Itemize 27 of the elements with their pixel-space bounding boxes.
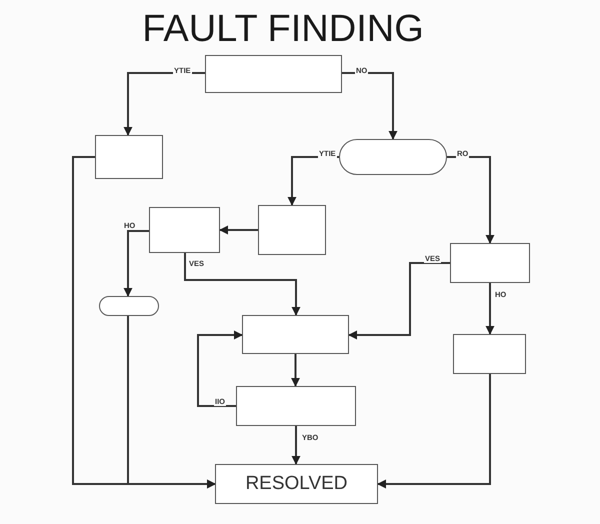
arrow [124, 230, 149, 297]
terminal-pill [339, 139, 447, 175]
arrow [377, 374, 491, 488]
process-box [205, 55, 342, 93]
process-box [453, 334, 526, 374]
arrow [184, 253, 300, 316]
process-box [450, 243, 530, 283]
process-box [149, 207, 220, 253]
process-box [258, 205, 326, 255]
diagram-title: FAULT FINDING [141, 8, 425, 51]
arrow [288, 156, 339, 206]
arrow [292, 426, 300, 465]
terminal-pill [99, 296, 159, 316]
process-box [236, 386, 356, 426]
arrow [124, 72, 205, 136]
arrow [342, 72, 398, 140]
arrow [348, 262, 450, 340]
process-box [95, 135, 163, 179]
arrow [219, 226, 258, 234]
arrow [291, 354, 300, 387]
process-box [215, 464, 378, 504]
arrow [127, 316, 216, 488]
arrow [197, 330, 243, 407]
node-label: RESOLVED [245, 473, 348, 495]
arrow [447, 156, 494, 244]
process-box [242, 315, 349, 354]
arrow [486, 283, 494, 335]
